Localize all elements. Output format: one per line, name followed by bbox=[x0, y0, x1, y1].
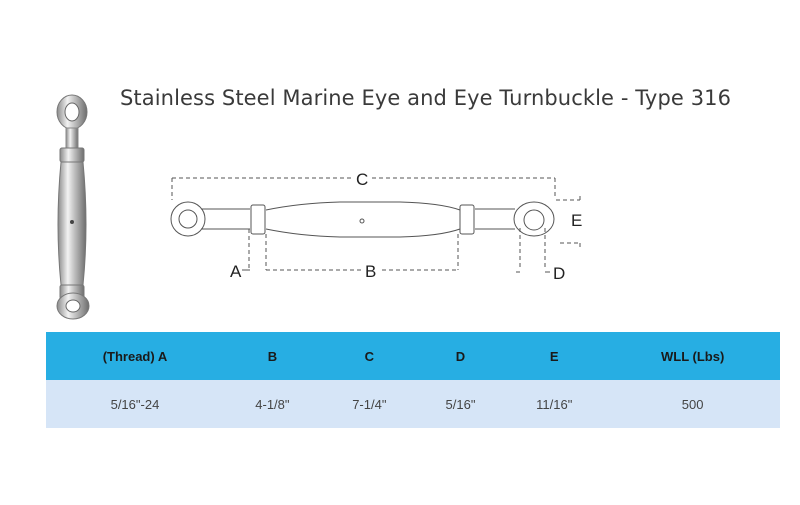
spec-table: (Thread) A B C D E WLL (Lbs) 5/16"-24 4-… bbox=[46, 332, 780, 428]
cell-b: 4-1/8" bbox=[223, 380, 321, 428]
header-e: E bbox=[503, 332, 606, 380]
cell-e: 11/16" bbox=[503, 380, 606, 428]
cell-thread-a: 5/16"-24 bbox=[46, 380, 224, 428]
cell-c: 7-1/4" bbox=[320, 380, 418, 428]
dimension-label-e: E bbox=[571, 211, 582, 230]
cell-wll: 500 bbox=[605, 380, 780, 428]
header-d: D bbox=[417, 332, 504, 380]
table-header-row: (Thread) A B C D E WLL (Lbs) bbox=[46, 332, 780, 380]
header-thread-a: (Thread) A bbox=[46, 332, 224, 380]
table-row: 5/16"-24 4-1/8" 7-1/4" 5/16" 11/16" 500 bbox=[46, 380, 780, 428]
dimension-label-c: C bbox=[356, 170, 368, 189]
cell-d: 5/16" bbox=[417, 380, 504, 428]
dimension-label-b: B bbox=[365, 262, 376, 281]
header-wll: WLL (Lbs) bbox=[605, 332, 780, 380]
dimension-diagram bbox=[170, 177, 581, 273]
page-title: Stainless Steel Marine Eye and Eye Turnb… bbox=[120, 86, 732, 110]
header-b: B bbox=[223, 332, 321, 380]
header-c: C bbox=[320, 332, 418, 380]
turnbuckle-photo bbox=[56, 94, 90, 320]
dimension-label-d: D bbox=[553, 264, 565, 283]
dimension-label-a: A bbox=[230, 262, 242, 281]
